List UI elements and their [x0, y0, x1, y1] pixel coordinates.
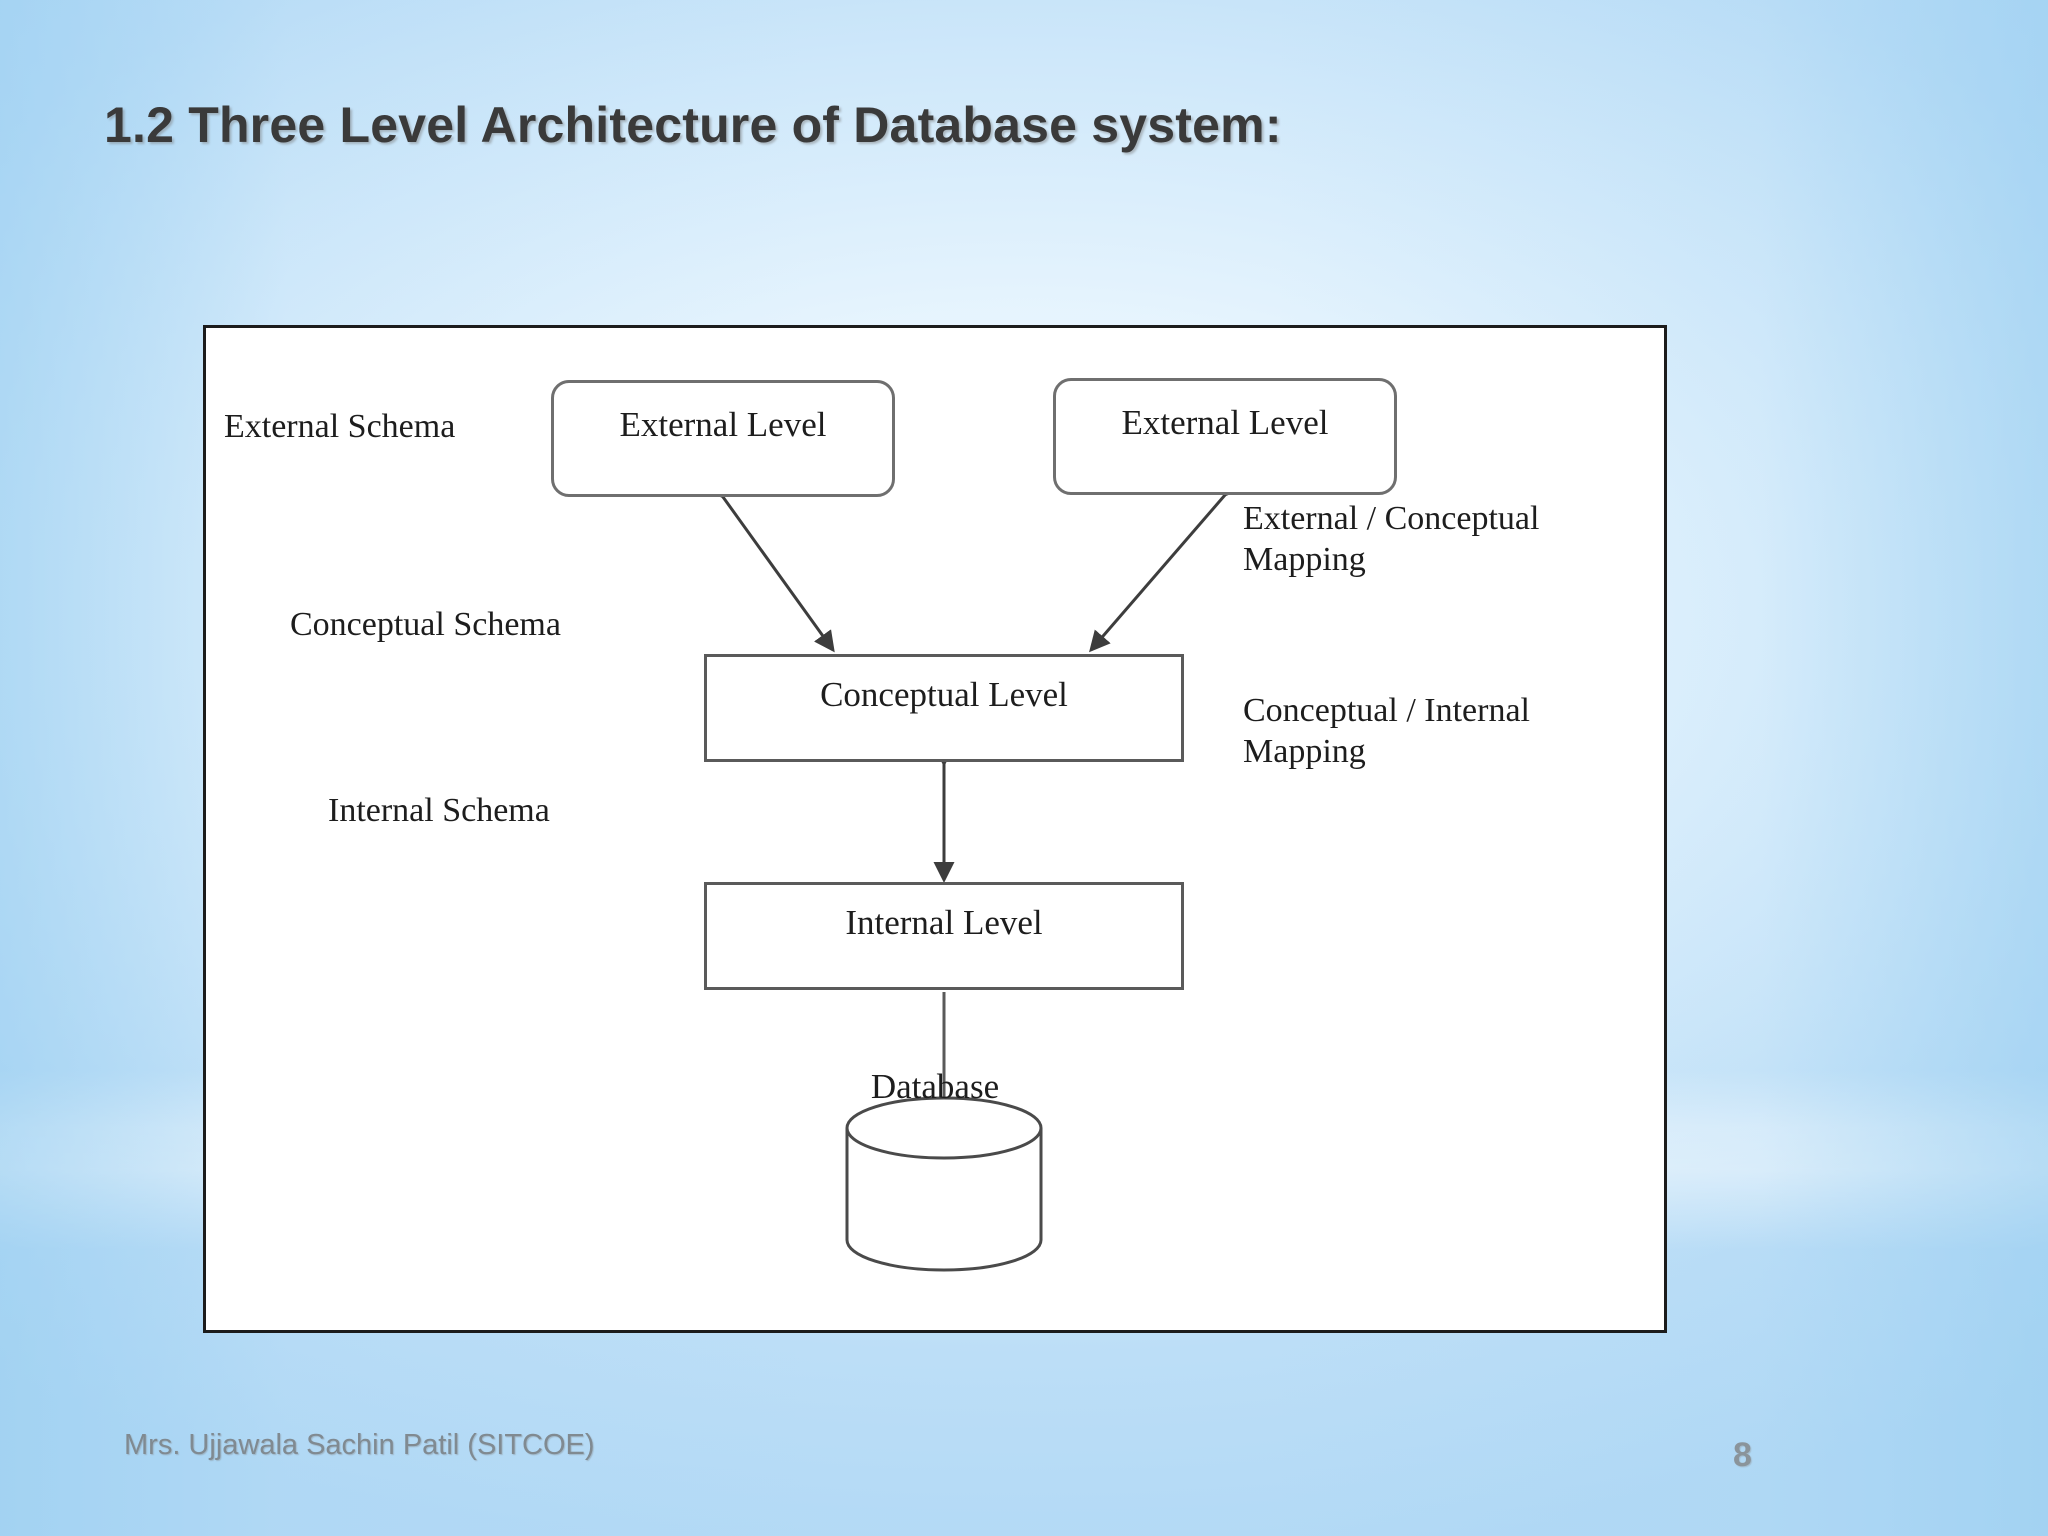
footer-author: Mrs. Ujjawala Sachin Patil (SITCOE) [124, 1429, 595, 1461]
label-internal-schema: Internal Schema [328, 792, 550, 829]
label-conceptual-schema: Conceptual Schema [290, 606, 561, 643]
node-internal-level: Internal Level [704, 882, 1184, 990]
page-title: 1.2 Three Level Architecture of Database… [104, 97, 1282, 153]
arrow-external-right-to-conceptual [1089, 474, 1245, 653]
diagram-connectors [703, 474, 1245, 1272]
arrow-external-left-to-conceptual [703, 476, 835, 653]
node-conceptual-level: Conceptual Level [704, 654, 1184, 762]
database-cylinder-icon [845, 1096, 1043, 1272]
diagram-panel: External Schema Conceptual Schema Intern… [203, 325, 1667, 1333]
label-external-conceptual-mapping: External / Conceptual Mapping [1243, 500, 1540, 579]
label-external-schema: External Schema [224, 408, 456, 445]
label-database: Database [870, 1067, 1000, 1106]
node-external-level-left: External Level [551, 380, 895, 497]
page-number: 8 [1733, 1436, 1752, 1474]
label-conceptual-internal-mapping: Conceptual / Internal Mapping [1243, 692, 1531, 771]
node-external-level-right: External Level [1053, 378, 1397, 495]
